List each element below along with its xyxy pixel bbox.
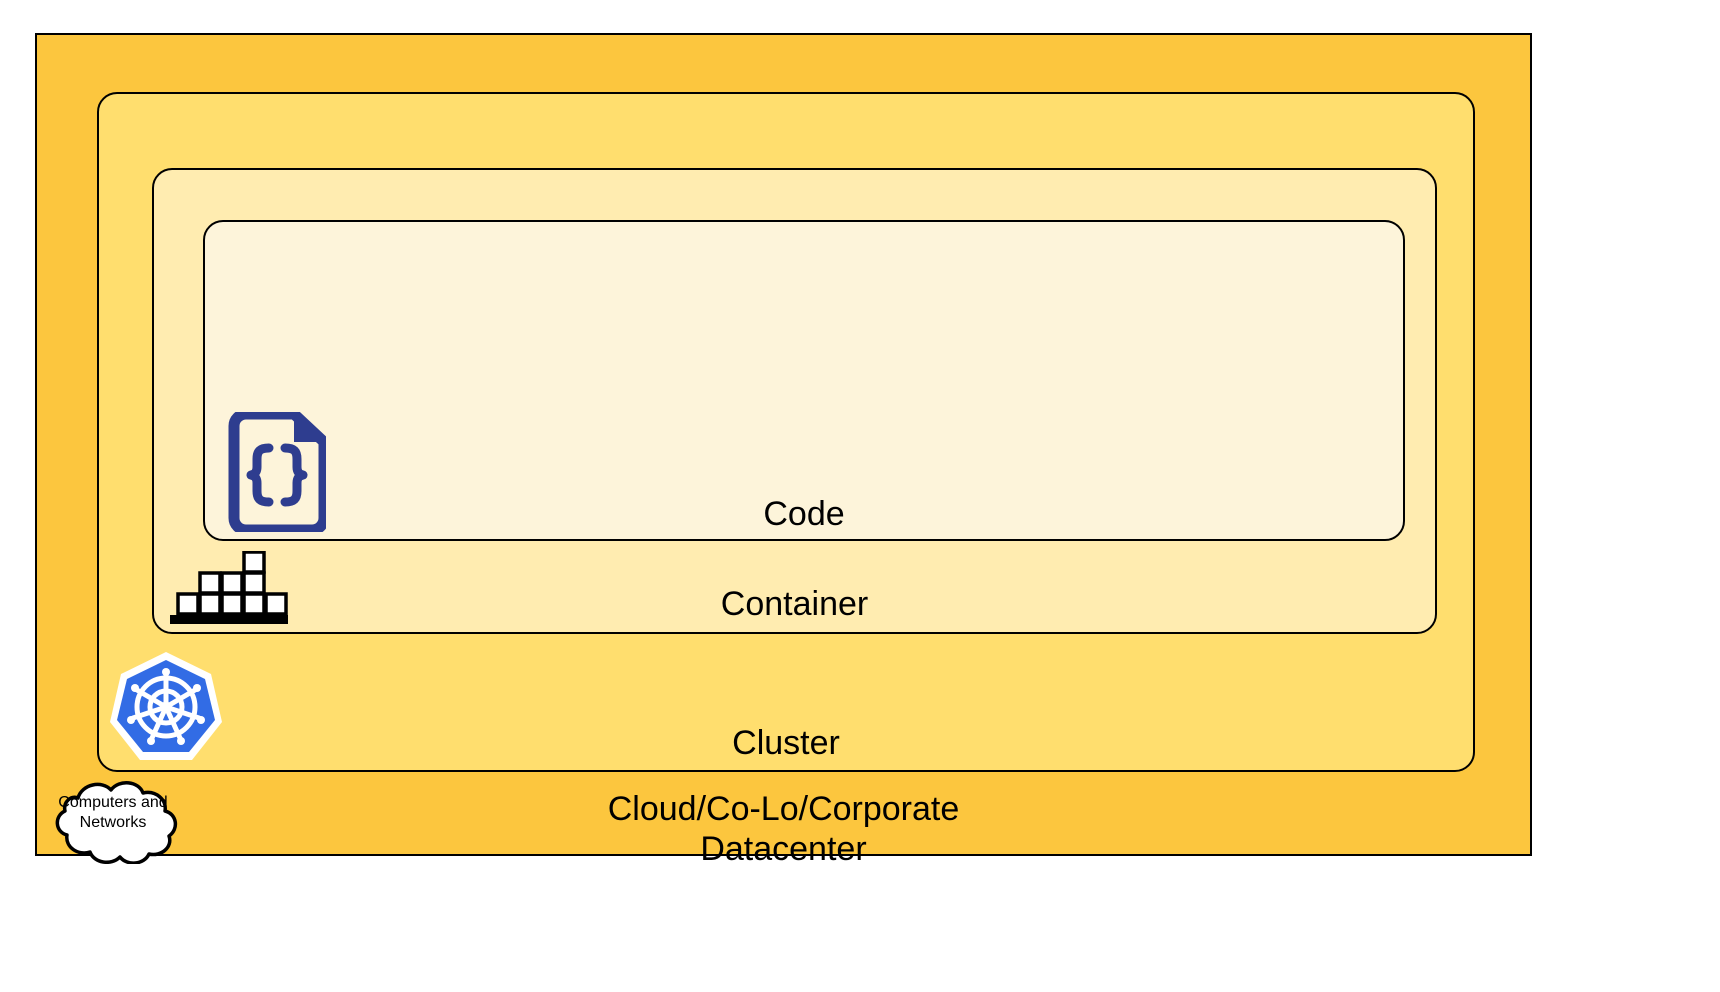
layer-label-cluster: Cluster [732,724,840,762]
layer-label-container: Container [720,585,869,623]
container-stack-icon [168,550,290,626]
code-document-icon [222,408,330,536]
computers-networks-cloud [34,776,192,864]
layer-label-datacenter: Cloud/Co-Lo/Corporate Datacenter [607,790,960,868]
computers-networks-label: Computers and Networks [58,794,168,831]
layer-code [203,220,1405,541]
kubernetes-icon [110,650,222,762]
layer-label-code: Code [763,495,845,533]
